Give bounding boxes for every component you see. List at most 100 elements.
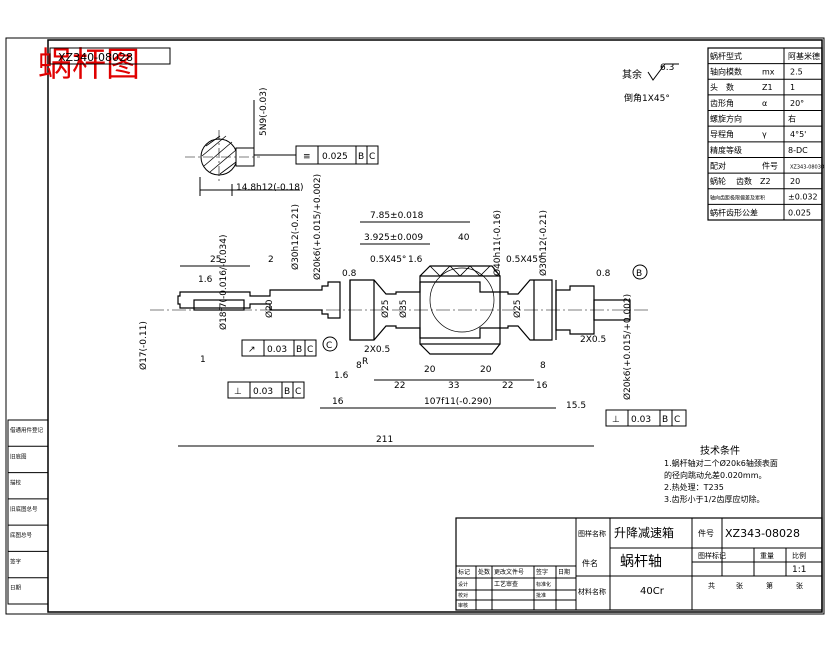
svg-text:批准: 批准 xyxy=(536,592,546,599)
svg-text:C: C xyxy=(369,152,375,162)
stamp-label: 底图总号 xyxy=(10,531,33,539)
stamp-label: 日期 xyxy=(10,585,22,592)
datum-c-marker: C xyxy=(322,336,338,352)
stamp-label: 旧底图总号 xyxy=(10,505,38,513)
stamp-label: 旧底图 xyxy=(10,452,27,460)
svg-text:⊥: ⊥ xyxy=(234,387,242,397)
dim-len2: 2 xyxy=(268,255,274,265)
dim-len1: 1 xyxy=(200,355,206,365)
svg-text:1.蜗杆轴对二个Ø20k6轴颈表面: 1.蜗杆轴对二个Ø20k6轴颈表面 xyxy=(664,458,778,468)
svg-text:审核: 审核 xyxy=(458,602,468,609)
svg-text:重量: 重量 xyxy=(760,552,774,560)
part-code: XZ343-08028 xyxy=(725,527,800,540)
keyway-width-dim: 5N9(-0.03) xyxy=(259,88,269,137)
dim-dia25b: Ø25 xyxy=(512,299,523,318)
inner-frame xyxy=(47,39,823,613)
project-name: 升降减速箱 xyxy=(614,525,674,540)
dim-len20a: 20 xyxy=(424,365,436,375)
surface-finish-note: 其余 6.3 倒角1X45° xyxy=(622,63,679,104)
dim-dia35: Ø35 xyxy=(398,299,409,318)
param-cell: 齿形角 xyxy=(710,98,734,108)
dim-len22b: 22 xyxy=(502,381,513,391)
dim-3925: 3.925±0.009 xyxy=(364,233,423,243)
svg-text:张: 张 xyxy=(796,581,803,590)
svg-text:0.03: 0.03 xyxy=(267,345,287,355)
dim-len211: 211 xyxy=(376,435,393,445)
param-cell: 右 xyxy=(788,113,796,123)
svg-text:材料名称: 材料名称 xyxy=(578,587,606,596)
param-cell: 头 数 xyxy=(710,82,734,92)
svg-text:2.热处理：T235: 2.热处理：T235 xyxy=(664,482,724,492)
param-cell: mx xyxy=(762,68,775,77)
dim-dia18: Ø18f7(-0.016/-0.034) xyxy=(218,234,229,330)
param-cell: 8-DC xyxy=(788,146,808,155)
dim-ra08b: 0.8 xyxy=(596,269,611,279)
svg-text:≡: ≡ xyxy=(303,152,311,162)
dim-40: 40 xyxy=(458,233,470,243)
dim-785: 7.85±0.018 xyxy=(370,211,424,221)
param-cell: Z2 xyxy=(760,177,771,186)
svg-text:C: C xyxy=(326,341,332,351)
svg-text:0.03: 0.03 xyxy=(631,415,651,425)
param-cell: Z1 xyxy=(762,83,773,92)
stamp-label: 描校 xyxy=(10,479,22,487)
param-cell: 配对 xyxy=(710,160,726,170)
svg-text:共: 共 xyxy=(708,581,715,590)
dim-len25: 25 xyxy=(210,255,221,265)
scale: 1:1 xyxy=(792,565,806,575)
sheet-title: 蜗杆图 xyxy=(38,45,140,85)
svg-text:倒角1X45°: 倒角1X45° xyxy=(624,92,670,104)
svg-text:张: 张 xyxy=(736,581,743,590)
dim-dia17: Ø17(-0.11) xyxy=(138,321,149,370)
dim-chamfer-right: 0.5X45° xyxy=(506,255,542,265)
dim-radius: R xyxy=(362,357,368,367)
param-cell: 轴向模数 xyxy=(710,67,742,77)
dim-dia30a: Ø30h12(-0.21) xyxy=(290,204,301,270)
tolerance-frame-b: ⊥ 0.03 B C xyxy=(227,381,305,399)
svg-text:工艺审查: 工艺审查 xyxy=(494,580,518,588)
param-cell: 4°5' xyxy=(790,130,806,139)
svg-text:标记: 标记 xyxy=(458,568,470,576)
svg-text:C: C xyxy=(307,345,313,355)
dim-len8b: 8 xyxy=(540,361,546,371)
dim-len33: 33 xyxy=(448,381,459,391)
dim-chamfer-left: 0.5X45° xyxy=(370,255,406,265)
svg-text:其余: 其余 xyxy=(622,68,642,81)
svg-text:0.03: 0.03 xyxy=(253,387,273,397)
svg-text:图样名称: 图样名称 xyxy=(578,529,606,538)
param-cell: 精度等级 xyxy=(710,145,742,155)
svg-text:的径向跳动允差0.020mm。: 的径向跳动允差0.020mm。 xyxy=(664,470,767,480)
param-cell: 轴向齿距极限偏差及累积 xyxy=(710,195,765,202)
svg-text:第: 第 xyxy=(766,581,773,590)
material: 40Cr xyxy=(640,586,665,597)
svg-text:C: C xyxy=(674,415,680,425)
param-cell: 20 xyxy=(790,177,800,186)
param-cell: α xyxy=(762,99,767,108)
svg-text:图样标记: 图样标记 xyxy=(698,551,726,560)
param-cell: 螺旋方向 xyxy=(710,113,742,123)
dim-dia20: Ø20 xyxy=(264,299,275,318)
dim-dia25a: Ø25 xyxy=(380,299,391,318)
tolerance-frame-a: ↗ 0.03 B C xyxy=(241,339,317,357)
dim-len20b: 20 xyxy=(480,365,492,375)
svg-text:B: B xyxy=(358,152,364,162)
svg-text:B: B xyxy=(636,269,642,279)
svg-text:C: C xyxy=(295,387,301,397)
dim-ra16d: 1.6 xyxy=(334,371,349,381)
svg-text:签字: 签字 xyxy=(536,568,548,576)
param-cell: 2.5 xyxy=(790,68,803,77)
svg-text:技术条件: 技术条件 xyxy=(700,444,740,457)
param-cell: 0.025 xyxy=(788,208,811,217)
dim-dia20k6: Ø20k6(+0.015/+0.002) xyxy=(312,174,323,280)
svg-text:6.3: 6.3 xyxy=(660,63,674,73)
param-cell: 蜗杆齿形公差 xyxy=(710,207,758,217)
dim-2x05b: 2X0.5 xyxy=(580,335,606,345)
keyway-depth-dim: 14.8h12(-0.18) xyxy=(236,183,304,193)
svg-text:件号: 件号 xyxy=(698,528,714,538)
svg-text:日期: 日期 xyxy=(558,568,570,576)
svg-text:B: B xyxy=(284,387,290,397)
dim-ra16: 1.6 xyxy=(408,255,423,265)
param-cell: ±0.032 xyxy=(788,193,818,202)
